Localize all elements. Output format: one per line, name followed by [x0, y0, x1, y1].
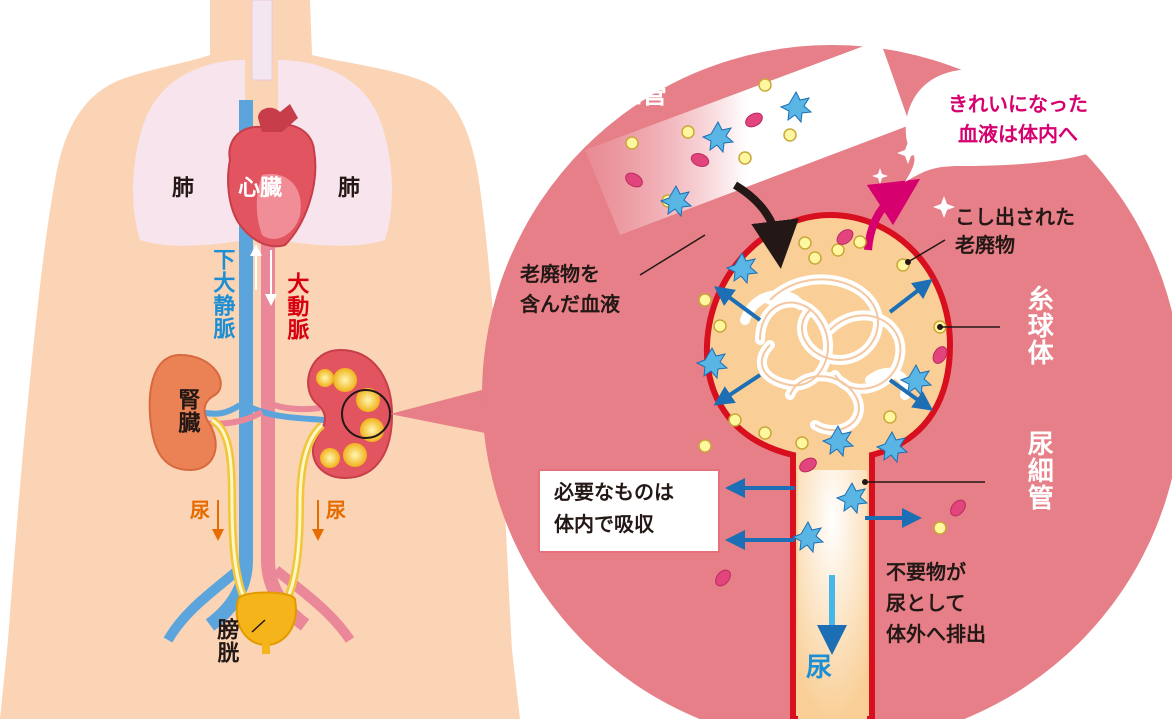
- blood-vessel-label: 血管: [615, 80, 667, 111]
- clean-blood-line-2: 血液は体内へ: [958, 122, 1078, 146]
- vena-cava-label: 下大静脈: [208, 248, 234, 340]
- aorta-label: 大動脈: [282, 272, 308, 341]
- waste-blood-line-2: 含んだ血液: [520, 292, 620, 316]
- trachea: [252, 0, 272, 80]
- glomerulus-label: 糸球体: [1022, 285, 1053, 366]
- filtered-waste-line-1: こし出された: [955, 205, 1075, 229]
- reabsorb-line-2: 体内で吸収: [554, 512, 654, 536]
- excrete-line-2: 尿として: [886, 591, 965, 615]
- urine-right-label: 尿: [326, 498, 346, 522]
- urine-detail-label: 尿: [806, 653, 832, 684]
- reabsorb-line-1: 必要なものは: [554, 480, 674, 504]
- excrete-line-3: 体外へ排出: [886, 622, 986, 646]
- waste-blood-line-1: 老廃物を: [520, 262, 600, 286]
- heart-label: 心臓: [238, 176, 282, 202]
- urine-left-label: 尿: [190, 498, 210, 522]
- renal-tubule-label: 尿細管: [1022, 430, 1053, 511]
- kidney-label: 腎臓: [173, 388, 199, 434]
- lung-right-label: 肺: [338, 176, 360, 202]
- filtered-waste-line-2: 老廃物: [955, 233, 1015, 257]
- bladder-label: 膀胱: [212, 618, 238, 664]
- excrete-line-1: 不要物が: [886, 560, 966, 584]
- human-body: [0, 0, 520, 719]
- clean-blood-line-1: きれいになった: [948, 92, 1088, 116]
- lung-left-label: 肺: [172, 176, 194, 202]
